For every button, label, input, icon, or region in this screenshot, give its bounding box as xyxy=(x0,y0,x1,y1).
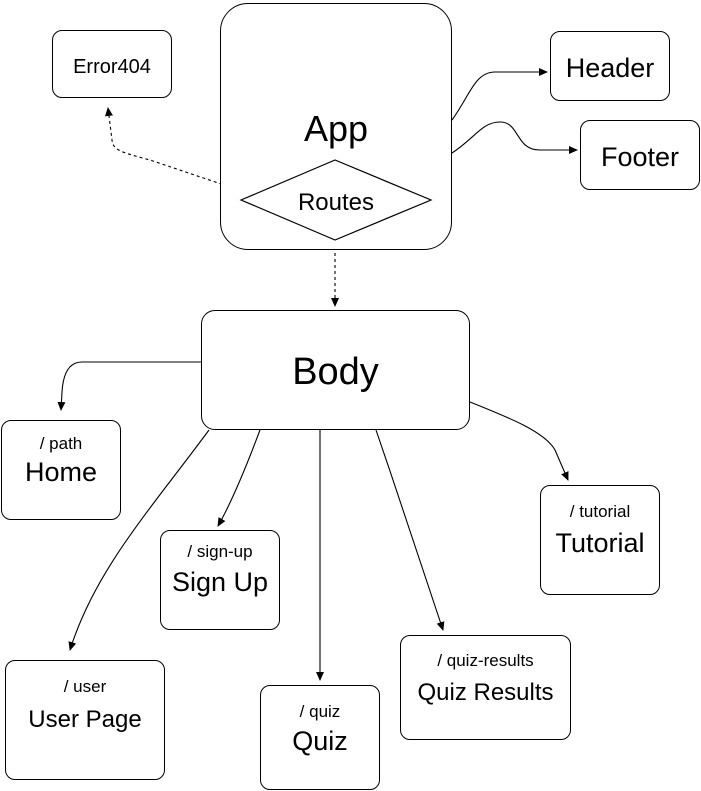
quiz-node: / quiz Quiz xyxy=(260,685,380,790)
header-node: Header xyxy=(550,31,670,101)
arrow-body-to-tutorial xyxy=(469,401,569,481)
home-node: / path Home xyxy=(1,420,121,520)
app-label: App xyxy=(303,108,369,149)
footer-node: Footer xyxy=(580,120,700,190)
user-node: / user User Page xyxy=(5,660,165,780)
footer-label: Footer xyxy=(600,142,680,172)
tutorial-node: / tutorial Tutorial xyxy=(540,485,660,595)
quiz-results-title: Quiz Results xyxy=(417,679,554,706)
arrow-body-to-user xyxy=(68,429,210,651)
quiz-path: / quiz xyxy=(299,702,341,721)
user-path: / user xyxy=(63,677,107,696)
user-title: User Page xyxy=(28,706,142,733)
arrow-app-to-footer xyxy=(451,121,578,154)
arrow-body-to-quiz-results xyxy=(375,429,445,631)
quiz-results-node: / quiz-results Quiz Results xyxy=(400,635,571,740)
arrow-app-to-header xyxy=(451,68,548,121)
tutorial-title: Tutorial xyxy=(555,528,645,558)
signup-node: / sign-up Sign Up xyxy=(160,530,280,630)
header-label: Header xyxy=(565,53,655,83)
arrow-routes-to-error404 xyxy=(105,107,246,193)
app-node: App xyxy=(220,3,452,250)
home-title: Home xyxy=(24,457,98,487)
signup-path: / sign-up xyxy=(187,542,253,561)
arrow-body-to-signup xyxy=(217,429,261,527)
body-label: Body xyxy=(292,351,379,393)
signup-title: Sign Up xyxy=(171,567,269,597)
routes-label: Routes xyxy=(297,189,375,216)
quiz-title: Quiz xyxy=(292,726,348,756)
quiz-results-path: / quiz-results xyxy=(437,651,534,670)
routes-diamond xyxy=(239,159,433,241)
error404-label: Error404 xyxy=(73,56,151,78)
home-path: / path xyxy=(39,434,83,453)
tutorial-path: / tutorial xyxy=(569,502,631,521)
error404-node: Error404 xyxy=(52,30,172,98)
arrow-body-to-home xyxy=(57,361,201,411)
body-node: Body xyxy=(201,310,470,430)
